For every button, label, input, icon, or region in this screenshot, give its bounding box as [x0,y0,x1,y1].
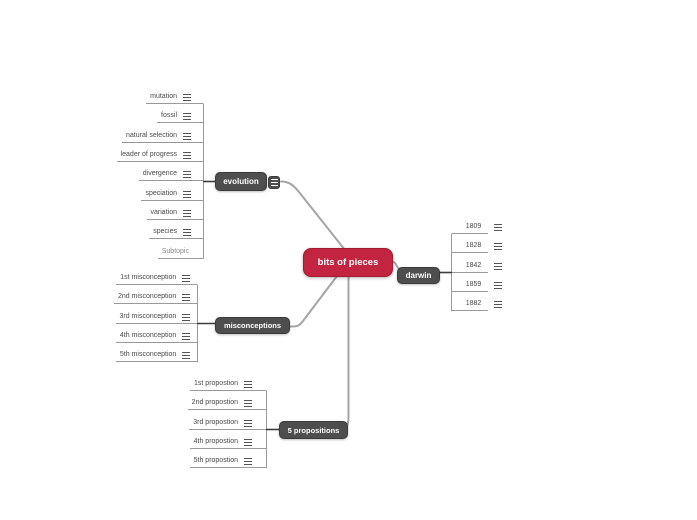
hamburger-menu-icon[interactable] [183,93,191,101]
topic-row-variation[interactable]: variation [146,201,203,220]
topic-row-4th-misconception[interactable]: 4th misconception [115,324,198,343]
hamburger-menu-icon[interactable] [182,352,191,360]
root-node[interactable]: bits of pieces [303,248,393,277]
topic-label: 1882 [465,300,482,308]
hamburger-menu-icon[interactable] [494,243,503,251]
branch-node-label: evolution [223,177,259,186]
connector-curve-evolution [280,180,346,251]
topic-label: leader of progress [120,150,177,158]
topic-row-mutation[interactable]: mutation [146,85,203,104]
branch-node-label: 5 propositions [287,425,340,435]
topic-label: fossil [161,112,177,120]
topic-label: 3rd propostion [193,418,238,426]
branch-node-evolution[interactable]: evolution [215,172,267,191]
topic-row-1842[interactable]: 1842 [451,253,503,273]
topic-label: mutation [150,92,177,100]
hamburger-menu-icon[interactable] [494,223,503,231]
misconceptions-children: 1st misconception 2nd misconception 3rd … [113,266,198,363]
hamburger-menu-icon[interactable] [182,294,191,302]
hamburger-menu-icon[interactable] [244,419,252,427]
propositions-children: 1st propostion 2nd propostion 3rd propos… [187,372,266,469]
hamburger-menu-icon[interactable] [494,301,503,309]
hamburger-icon [270,179,278,186]
hamburger-menu-icon[interactable] [244,458,252,466]
hamburger-menu-icon[interactable] [244,438,252,446]
topic-row-1st-propostion[interactable]: 1st propostion [190,372,266,391]
connector-curve-propositions [342,275,350,431]
hamburger-menu-icon[interactable] [494,262,503,270]
topic-row-1859[interactable]: 1859 [451,273,503,292]
topic-row-5th-propostion[interactable]: 5th propostion [189,449,266,469]
topic-label: 2nd misconception [117,293,177,301]
topic-label: 1st misconception [120,273,177,281]
topic-row-natural-selection[interactable]: natural selection [122,123,203,143]
branch-node-label: darwin [405,271,432,280]
branch-node-propositions[interactable]: 5 propositions [279,421,348,439]
topic-label: natural selection [126,131,177,139]
topic-row-1828[interactable]: 1828 [451,234,503,254]
node-menu-button[interactable] [268,176,280,189]
hamburger-menu-icon[interactable] [183,190,191,198]
hamburger-menu-icon[interactable] [183,132,191,140]
hamburger-menu-icon[interactable] [183,229,191,237]
hamburger-menu-icon[interactable] [183,151,191,159]
topic-row-4th-propostion[interactable]: 4th propostion [189,430,266,449]
hamburger-menu-icon[interactable] [182,313,191,321]
topic-row-leader-of-progress[interactable]: leader of progress [116,143,203,162]
topic-label: 1st propostion [194,379,238,387]
darwin-children: 1809 1828 1842 1859 1882 [451,215,503,312]
hamburger-menu-icon[interactable] [244,400,252,408]
topic-row-2nd-propostion[interactable]: 2nd propostion [187,391,266,411]
topic-label: species [153,228,177,236]
branch-node-misconceptions[interactable]: misconceptions [215,317,290,334]
evolution-children: mutation fossil natural selection leader… [116,85,203,259]
topic-label: 1859 [465,280,482,288]
branch-node-darwin[interactable]: darwin [397,267,440,284]
hamburger-menu-icon[interactable] [182,332,191,340]
topic-row-subtopic-placeholder[interactable]: Subtopic [157,239,203,259]
topic-label: speciation [145,189,177,197]
topic-label: 5th misconception [119,351,177,359]
branch-node-label: misconceptions [223,321,282,330]
topic-label: variation [150,208,177,216]
topic-row-3rd-misconception[interactable]: 3rd misconception [115,304,198,324]
topic-row-3rd-propostion[interactable]: 3rd propostion [189,410,266,430]
topic-label: 4th misconception [119,331,177,339]
topic-label: 1842 [465,261,482,269]
topic-row-5th-misconception[interactable]: 5th misconception [115,343,198,363]
hamburger-menu-icon[interactable] [183,209,191,217]
topic-label: 1828 [465,242,482,250]
topic-label: 4th propostion [193,437,238,445]
hamburger-menu-icon[interactable] [244,380,252,388]
hamburger-menu-icon[interactable] [494,281,503,289]
topic-row-2nd-misconception[interactable]: 2nd misconception [113,285,198,305]
topic-label: divergence [142,170,177,178]
topic-row-1809[interactable]: 1809 [451,215,503,234]
connector-curve-misconceptions [289,275,338,328]
root-node-label: bits of pieces [317,257,379,268]
topic-label: 3rd misconception [119,312,177,320]
topic-row-divergence[interactable]: divergence [138,162,203,182]
topic-row-species[interactable]: species [149,220,203,240]
hamburger-menu-icon[interactable] [182,274,191,282]
hamburger-menu-icon[interactable] [183,113,191,121]
topic-label: Subtopic [161,247,189,255]
topic-row-fossil[interactable]: fossil [157,104,203,124]
topic-row-speciation[interactable]: speciation [141,181,203,201]
topic-label: 2nd propostion [191,399,238,407]
topic-row-1st-misconception[interactable]: 1st misconception [116,266,198,285]
hamburger-menu-icon[interactable] [183,171,191,179]
topic-label: 1809 [465,222,482,230]
topic-label: 5th propostion [193,457,238,465]
topic-row-1882[interactable]: 1882 [451,292,503,312]
